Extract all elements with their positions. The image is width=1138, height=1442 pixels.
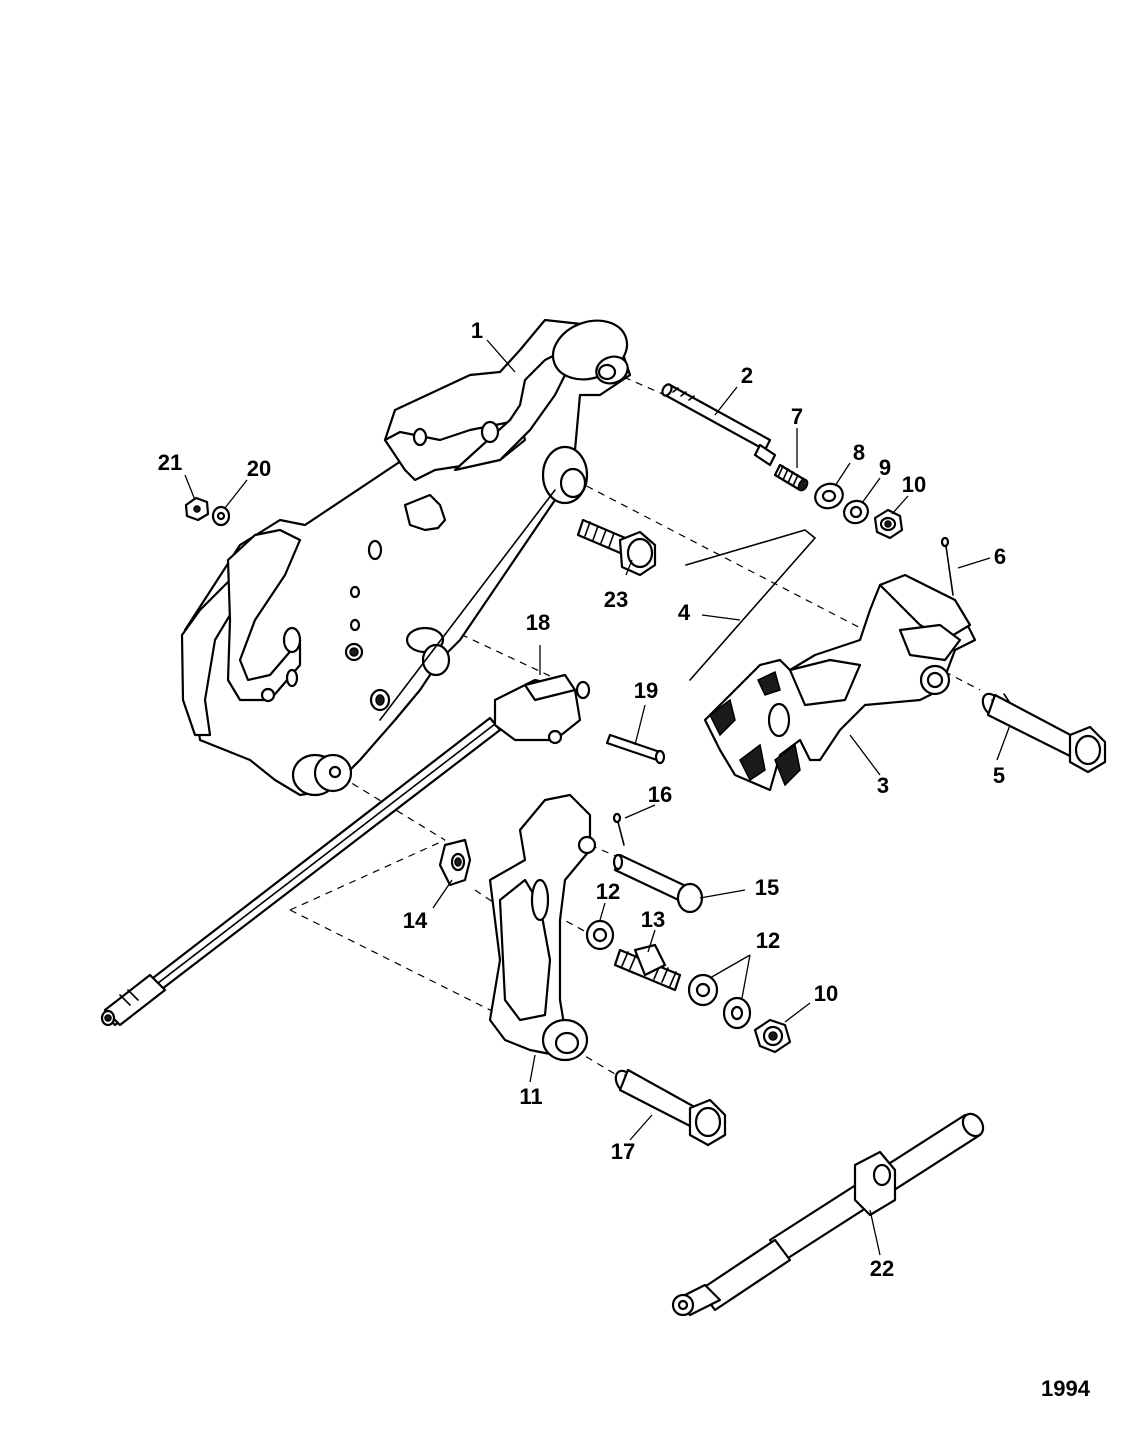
part-4-wire-link xyxy=(685,529,817,681)
part-22-shaft-rod xyxy=(671,1112,985,1317)
callout-9: 9 xyxy=(879,455,891,480)
part-11-link-arm xyxy=(488,793,597,1062)
callout-4: 4 xyxy=(678,600,691,625)
callout-16: 16 xyxy=(648,782,672,807)
callout-14: 14 xyxy=(403,908,428,933)
callout-11: 11 xyxy=(519,1084,542,1109)
part-10-nut-upper xyxy=(873,508,904,540)
part-8-washer xyxy=(814,482,844,510)
figure-number: 1994 xyxy=(1041,1376,1091,1401)
callout-20: 20 xyxy=(247,456,271,481)
callout-10-upper: 10 xyxy=(902,472,926,497)
part-7-spring xyxy=(773,463,809,492)
part-10-nut-lower xyxy=(753,1018,792,1054)
part-12-washer-middle xyxy=(687,973,719,1007)
part-21-nut xyxy=(184,496,210,522)
part-2-pivot-pin xyxy=(661,383,777,467)
callout-3: 3 xyxy=(877,773,889,798)
callout-12-upper: 12 xyxy=(596,879,620,904)
part-1-bracket-plate xyxy=(180,318,632,797)
callout-2: 2 xyxy=(741,363,753,388)
callout-8: 8 xyxy=(853,440,865,465)
part-15-clevis-pin xyxy=(612,853,704,914)
part-16-cotter-pin xyxy=(612,812,625,846)
part-18-cable-end xyxy=(100,673,591,1027)
callout-6: 6 xyxy=(994,544,1006,569)
part-9-washer xyxy=(843,499,869,525)
callout-5: 5 xyxy=(993,763,1005,788)
callout-19: 19 xyxy=(634,678,658,703)
part-23-bolt xyxy=(576,518,657,577)
part-13-stud xyxy=(613,943,682,992)
part-17-shoulder-bolt xyxy=(614,1068,727,1147)
callout-7: 7 xyxy=(791,404,803,429)
part-12-washer-lower xyxy=(722,996,752,1030)
part-14-retainer xyxy=(438,838,472,887)
leader-lines xyxy=(184,339,1011,1256)
callout-18: 18 xyxy=(526,610,550,635)
callout-22: 22 xyxy=(870,1256,894,1281)
callout-17: 17 xyxy=(611,1139,635,1164)
part-6-cotter-pin xyxy=(940,536,954,596)
callout-12-lower: 12 xyxy=(756,928,780,953)
callout-13: 13 xyxy=(641,907,665,932)
callout-21: 21 xyxy=(158,450,182,475)
callout-1: 1 xyxy=(471,318,483,343)
callout-labels: 1 2 3 4 5 6 7 8 9 10 10 11 12 12 13 14 1… xyxy=(158,318,1006,1281)
part-3-lever-bracket xyxy=(703,573,977,792)
part-12-washer-upper xyxy=(585,919,615,951)
callout-23: 23 xyxy=(604,587,628,612)
part-19-pin xyxy=(605,733,666,765)
part-20-washer xyxy=(211,505,231,527)
callout-15: 15 xyxy=(755,875,779,900)
callout-10-lower: 10 xyxy=(814,981,838,1006)
part-5-shoulder-bolt xyxy=(981,692,1107,774)
